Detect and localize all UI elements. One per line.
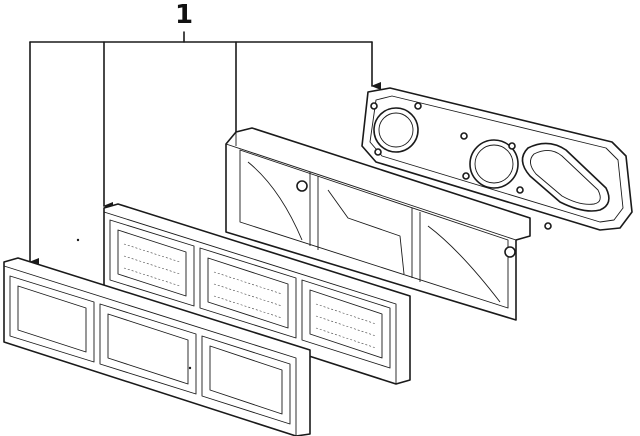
- lamp-housing: [225, 127, 531, 321]
- lens-bezel: [3, 257, 311, 436]
- housing-gasket: [361, 87, 633, 231]
- leader-lines: [29, 31, 381, 266]
- callout-number: 1: [174, 0, 194, 30]
